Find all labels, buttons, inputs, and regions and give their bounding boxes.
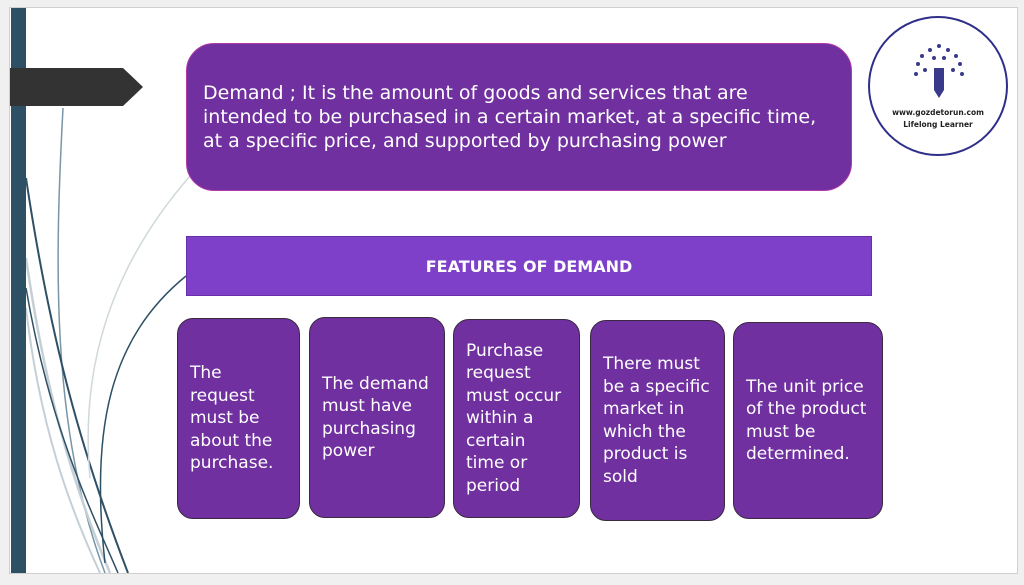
feature-card: The unit price of the product must be de… bbox=[733, 322, 883, 519]
logo-url: www.gozdetorun.com bbox=[892, 108, 984, 117]
feature-card: The request must be about the purchase. bbox=[177, 318, 300, 519]
arrow-shape bbox=[10, 68, 143, 106]
feature-card: There must be a specific market in which… bbox=[590, 320, 725, 521]
left-accent-bar bbox=[11, 8, 26, 573]
feature-card: The demand must have purchasing power bbox=[309, 317, 445, 518]
decorative-curves bbox=[24, 107, 191, 573]
feature-card: Purchase request must occur within a cer… bbox=[453, 319, 580, 518]
definition-box: Demand ; It is the amount of goods and s… bbox=[186, 43, 852, 191]
logo-tagline: Lifelong Learner bbox=[903, 120, 973, 129]
features-header: FEATURES OF DEMAND bbox=[186, 236, 872, 296]
pencil-tree-icon bbox=[914, 44, 964, 98]
slide: Demand ; It is the amount of goods and s… bbox=[9, 7, 1018, 574]
logo: www.gozdetorun.com Lifelong Learner bbox=[868, 16, 1008, 156]
